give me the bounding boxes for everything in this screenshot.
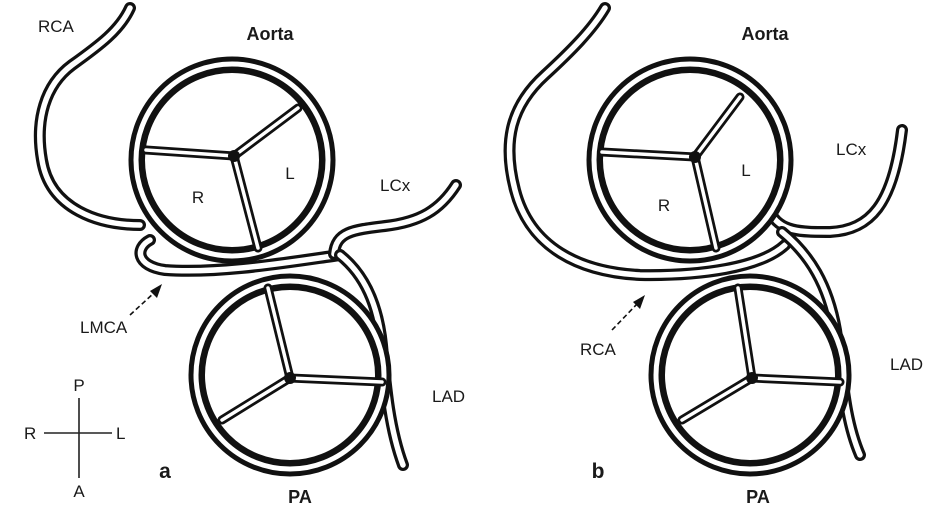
panel-b-rca-arrow [611, 295, 645, 331]
panel-b-pa-label: PA [746, 487, 770, 507]
panel-a-aorta-label: Aorta [246, 24, 294, 44]
panel-b-letter: b [592, 460, 605, 483]
panel-b-aortic-valve [586, 56, 794, 264]
panel-a-lcx-vessel [328, 179, 462, 260]
panel-b-pulmonary-valve [648, 273, 852, 477]
panel-a-lad-label: LAD [432, 387, 465, 406]
panel-a-cusp-l-label: L [285, 164, 294, 183]
panel-a-rca-label: RCA [38, 17, 75, 36]
panel-b: Aorta R L LCx RCA LAD b PA [503, 2, 923, 507]
panel-a: Aorta RCA R L LCx LMCA LAD a PA [33, 2, 465, 507]
panel-a-letter: a [159, 460, 171, 483]
panel-b-cusp-l-label: L [741, 161, 750, 180]
orientation-right-label: R [24, 424, 36, 443]
panel-a-lcx-label: LCx [380, 176, 411, 195]
panel-a-lmca-arrow [129, 284, 162, 316]
panel-b-rca-label: RCA [580, 340, 617, 359]
panel-a-lmca-label: LMCA [80, 318, 128, 337]
orientation-compass: P A R L [24, 376, 125, 501]
panel-b-aorta-label: Aorta [741, 24, 789, 44]
panel-a-cusp-r-label: R [192, 188, 204, 207]
panel-a-pa-label: PA [288, 487, 312, 507]
panel-b-rca-vessel [503, 2, 791, 282]
orientation-left-label: L [116, 424, 125, 443]
panel-a-pulmonary-valve [188, 273, 392, 477]
panel-a-lmca-vessel [134, 234, 346, 277]
panel-b-lcx-vessel [764, 124, 908, 238]
panel-b-lcx-label: LCx [836, 140, 867, 159]
panel-a-rca-vessel [33, 2, 146, 231]
panel-b-cusp-r-label: R [658, 196, 670, 215]
orientation-posterior-label: P [73, 376, 84, 395]
orientation-anterior-label: A [73, 482, 85, 501]
panel-a-aortic-valve [128, 56, 336, 264]
panel-b-lad-label: LAD [890, 355, 923, 374]
